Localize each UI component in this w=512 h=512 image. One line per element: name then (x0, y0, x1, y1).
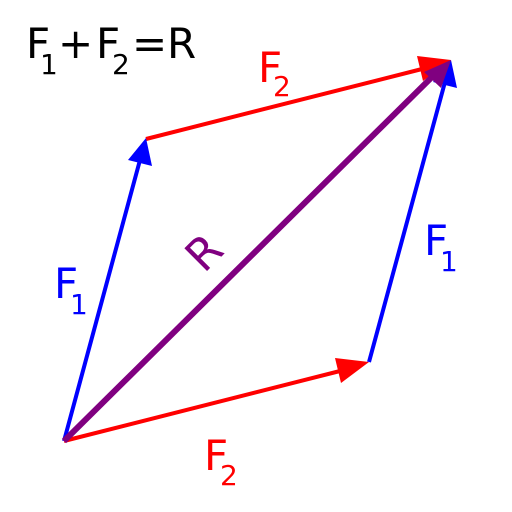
label-f1-right: F 1 (424, 216, 458, 278)
f1-left-shaft (62, 159, 142, 442)
label-f2-top-letter: F (258, 43, 282, 92)
f1-left-arrowhead (128, 138, 152, 166)
title-plus: + (58, 19, 93, 68)
f2-bottom-vector (63, 358, 369, 443)
label-f1-right-letter: F (424, 216, 448, 265)
label-f1-left-subscript: 1 (70, 288, 88, 321)
resultant-shaft (61, 74, 435, 444)
label-f2-bottom-subscript: 2 (220, 459, 238, 492)
title-f1-subscript: 1 (40, 48, 58, 81)
resultant-vector (61, 60, 451, 444)
f1-right-shaft (367, 81, 447, 363)
f1-left-vector (62, 138, 152, 442)
title-f1-letter: F (26, 19, 50, 68)
label-f2-top-subscript: 2 (273, 70, 291, 103)
title-r: R (167, 19, 196, 68)
label-f1-left-letter: F (54, 259, 78, 308)
label-f2-bottom-letter: F (204, 431, 228, 480)
f2-top-vector (145, 56, 451, 141)
label-f2-top: F 2 (258, 43, 291, 103)
formula-title: F 1 + F 2 = R (26, 19, 196, 81)
f2-bottom-shaft (63, 368, 345, 443)
title-f2-letter: F (96, 19, 120, 68)
f2-top-shaft (145, 66, 427, 141)
label-f1-right-subscript: 1 (440, 245, 458, 278)
label-f2-bottom: F 2 (204, 431, 238, 492)
label-f1-left: F 1 (54, 259, 88, 321)
title-equals: = (132, 19, 167, 68)
resultant-arrowhead (424, 60, 451, 88)
f2-bottom-arrowhead (335, 358, 369, 383)
title-f2-subscript: 2 (112, 48, 130, 81)
label-resultant: R (176, 224, 234, 282)
f1-right-vector (367, 60, 457, 363)
